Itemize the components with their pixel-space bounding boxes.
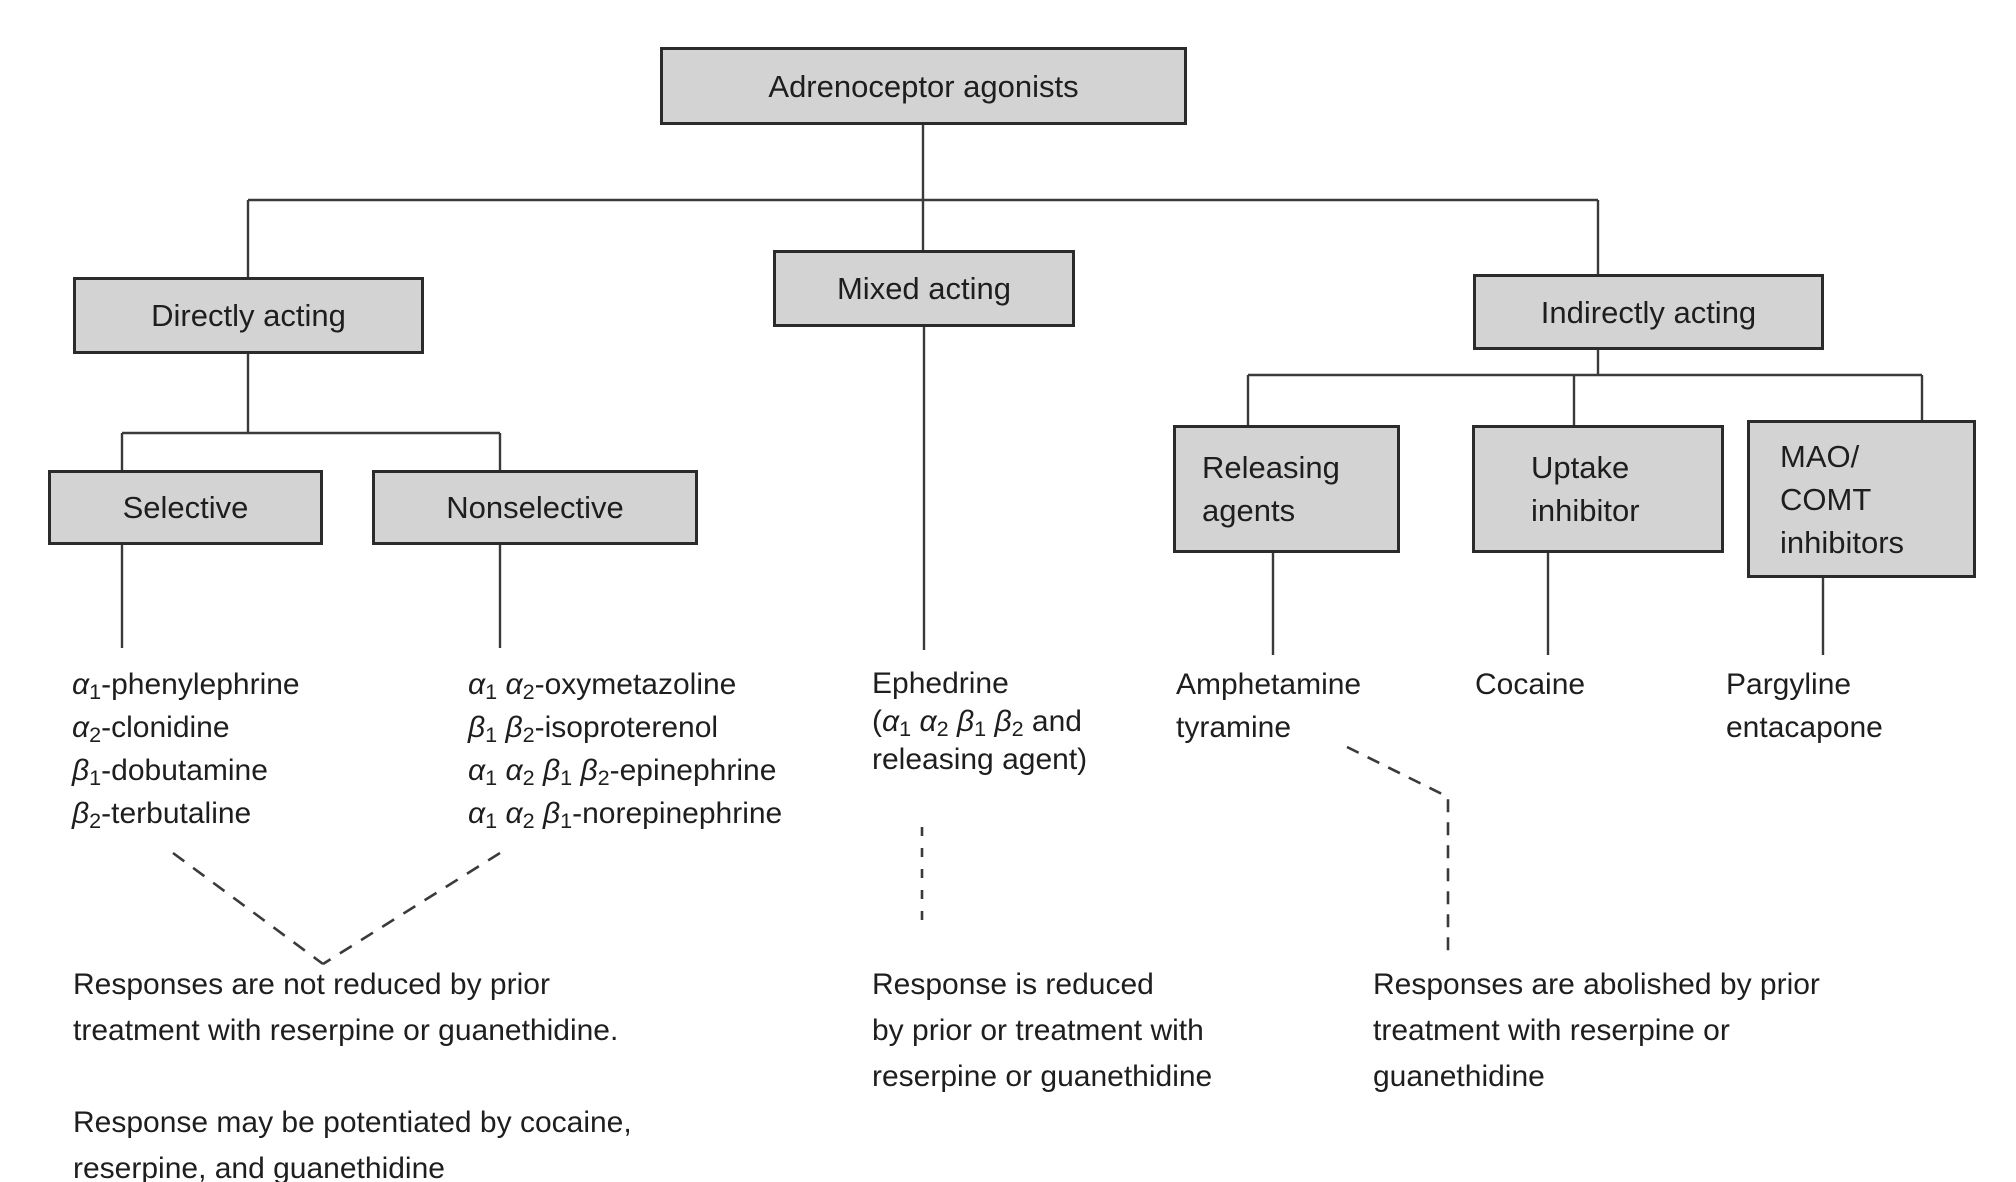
mao-comt-drug-list: Pargyline entacapone [1726,668,1883,744]
node-nonselective: Nonselective [372,470,698,545]
note-mixed-acting-response: Response is reduced by prior or treatmen… [872,968,1213,1093]
dashed-link-direct-note [172,851,501,966]
node-releasing-agents: Releasing agents [1173,425,1400,553]
selective-drug-list: α1-phenylephrine α2-clonidine β1-dobutam… [72,668,300,833]
node-uptake-inhibitor: Uptake inhibitor [1472,425,1724,553]
node-mixed-acting: Mixed acting [773,250,1075,327]
node-directly-acting: Directly acting [73,277,424,354]
note-directly-acting-response: Responses are not reduced by prior treat… [73,968,632,1182]
node-mao-comt-inhibitors: MAO/ COMT inhibitors [1747,420,1976,578]
dashed-link-indirect-note [1346,745,1450,952]
node-selective: Selective [48,470,323,545]
ephedrine-label: Ephedrine (α1 α2 β1 β2 and releasing age… [872,667,1088,776]
tree-connector-lines [120,125,1924,655]
releasing-agents-drug-list: Amphetamine tyramine [1176,668,1362,744]
node-adrenoceptor-agonists: Adrenoceptor agonists [660,47,1187,125]
node-indirectly-acting: Indirectly acting [1473,274,1824,350]
uptake-inhibitor-drug-list: Cocaine [1475,668,1586,701]
note-indirectly-acting-response: Responses are abolished by prior treatme… [1373,968,1820,1093]
nonselective-drug-list: α1 α2-oxymetazoline β1 β2-isoproterenol … [468,668,783,833]
